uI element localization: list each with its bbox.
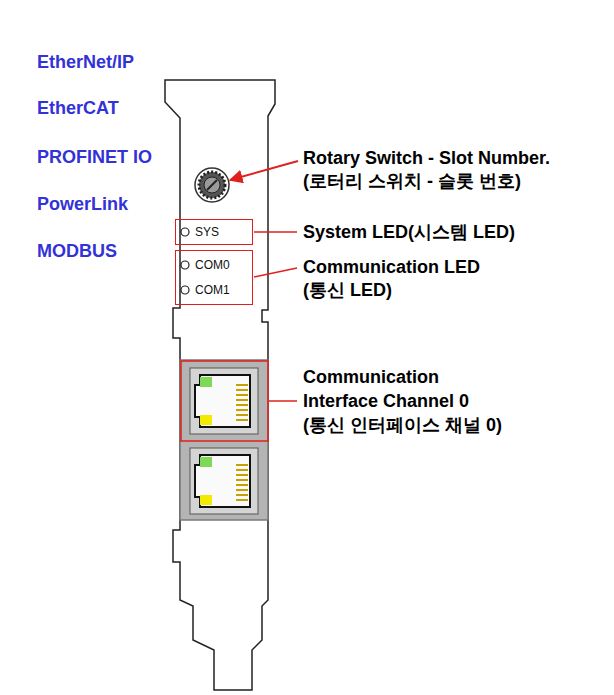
callout-label: Communication LED — [303, 255, 480, 279]
led-label: SYS — [195, 222, 219, 242]
rotary-switch — [195, 168, 229, 202]
callout-label: Communication Interface Channel 0 — [303, 365, 493, 413]
led-label: COM1 — [195, 280, 248, 300]
leader-line — [269, 400, 297, 402]
led-indicator-box: COM0COM1 — [175, 250, 253, 305]
rj45-port — [190, 368, 258, 434]
rj45-port — [190, 448, 258, 514]
led-indicator-box: SYS — [175, 219, 253, 245]
protocol-label: EtherCAT — [37, 96, 119, 120]
callout-label: (통신 인터페이스 채널 0) — [303, 413, 502, 437]
protocol-label: MODBUS — [37, 239, 117, 263]
protocol-label: EtherNet/IP — [37, 50, 134, 74]
callout-label: Rotary Switch - Slot Number. — [303, 146, 550, 170]
callout-label: System LED(시스템 LED) — [303, 220, 515, 244]
callout-label: (로터리 스위치 - 슬롯 번호) — [303, 169, 521, 193]
callout-label: (통신 LED) — [303, 278, 392, 302]
leader-line — [254, 231, 297, 233]
led-label: COM0 — [195, 255, 248, 275]
rotary-arrow — [230, 161, 298, 180]
led-holes — [181, 228, 189, 294]
protocol-label: PowerLink — [37, 192, 128, 216]
leader-line — [254, 268, 297, 277]
channel-highlight — [181, 361, 268, 441]
protocol-label: PROFINET IO — [37, 145, 152, 169]
rj45-housing — [180, 360, 268, 520]
